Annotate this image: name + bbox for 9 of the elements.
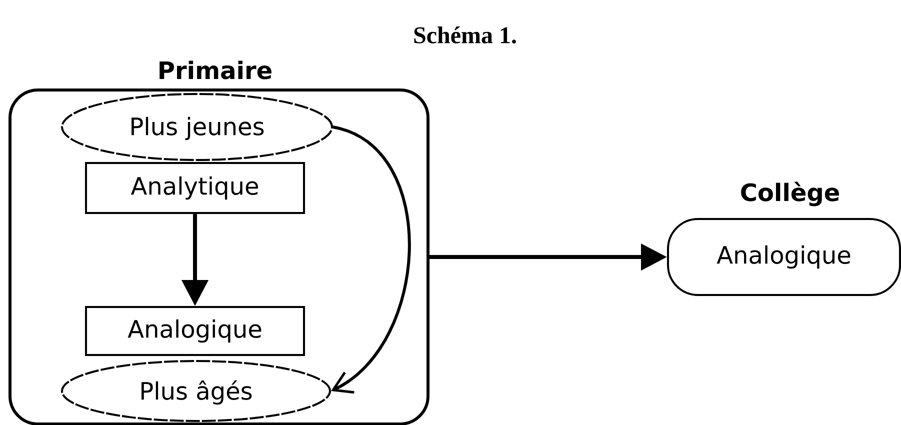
process-box: Analytique (85, 162, 305, 214)
ellipse-node: Plus âgés (61, 360, 331, 422)
rounded-box: Analogique (667, 218, 901, 296)
box-heading: Primaire (160, 60, 272, 80)
arrow (331, 126, 411, 394)
ellipse-node: Plus jeunes (61, 93, 333, 161)
process-box: Analogique (85, 306, 305, 356)
title: Schéma 1. (414, 26, 516, 44)
box-heading: Collège (741, 182, 839, 206)
